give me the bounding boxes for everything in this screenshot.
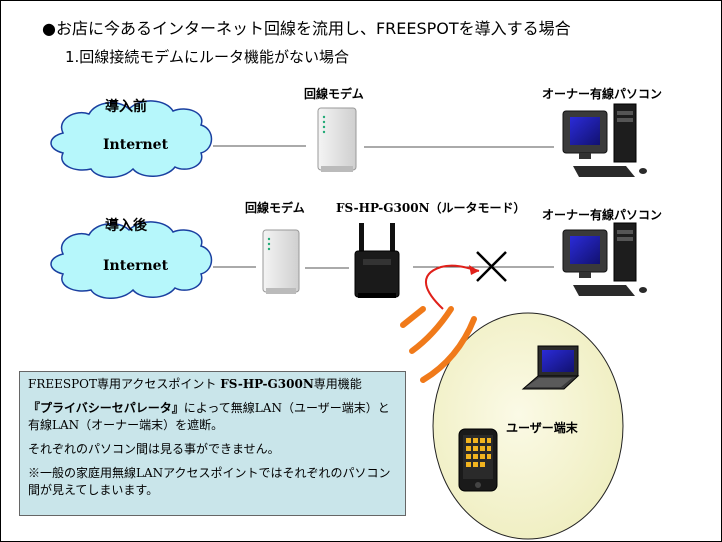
router-label: FS-HP-G300N（ルータモード） — [336, 201, 526, 215]
desktop-pc-icon-after — [562, 222, 647, 296]
page-title: ●お店に今あるインターネット回線を流用し、FREESPOTを導入する場合 — [42, 19, 571, 38]
laptop-icon — [521, 345, 580, 390]
info-line-2: 『プライバシーセパレータ』によって無線LAN（ユーザー端末）と有線LAN（オーナ… — [28, 400, 397, 434]
internet-cloud-before — [50, 100, 213, 178]
internet-label-after: Internet — [103, 258, 169, 274]
modem-label-after: 回線モデム — [245, 201, 305, 215]
after-label: 導入後 — [105, 218, 147, 234]
info-line-2-text: によって無線LAN（ユーザー端末）と有線LAN（オーナー端末）を遮断。 — [28, 401, 390, 432]
info-model-name: FS-HP-G300N — [220, 377, 314, 391]
signal-blocked-arrow-icon — [424, 264, 480, 310]
modem-label-before: 回線モデム — [304, 87, 364, 101]
internet-cloud-after — [50, 221, 213, 299]
pc-label-before: オーナー有線パソコン — [542, 87, 663, 101]
info-line-1-suffix: 専用機能 — [313, 377, 362, 391]
info-line-1: FREESPOT専用アクセスポイント FS-HP-G300N専用機能 — [28, 376, 397, 393]
smartphone-icon — [458, 428, 498, 492]
router-icon — [354, 223, 400, 298]
privacy-separator-term: 『プライバシーセパレータ』 — [28, 401, 184, 415]
before-label: 導入前 — [105, 99, 147, 115]
info-line-1-text: FREESPOT専用アクセスポイント — [28, 377, 221, 391]
pc-label-after: オーナー有線パソコン — [542, 208, 663, 222]
info-box: FREESPOT専用アクセスポイント FS-HP-G300N専用機能 『プライバ… — [19, 371, 406, 516]
modem-icon-before — [317, 107, 357, 172]
blocked-cross-icon — [476, 251, 507, 282]
info-line-3: それぞれのパソコン間は見る事ができません。 — [28, 442, 280, 456]
desktop-pc-icon-before — [562, 103, 647, 177]
info-line-4: ※一般の家庭用無線LANアクセスポイントではそれぞれのパソコン間が見えてしまいま… — [28, 466, 391, 497]
user-terminal-label: ユーザー端末 — [506, 421, 578, 435]
internet-label-before: Internet — [103, 137, 169, 153]
modem-icon-after — [262, 229, 300, 294]
wireless-waves-icon — [400, 306, 477, 383]
page-subtitle: 1.回線接続モデムにルータ機能がない場合 — [65, 48, 350, 66]
